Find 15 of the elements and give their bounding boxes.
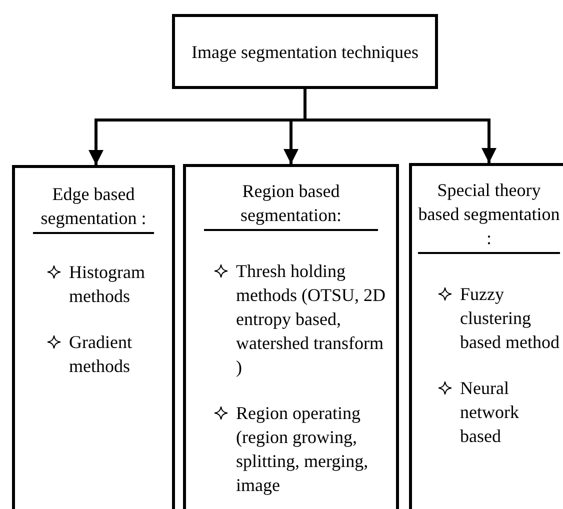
panel-heading: Edge based segmentation :	[40, 183, 148, 230]
process-box	[172, 14, 438, 89]
panel-heading: Special theory based segmentation :	[418, 179, 560, 250]
list-item: Histogram methods	[68, 261, 146, 308]
list-item: Region operating (region growing, splitting, merging, image	[235, 402, 370, 497]
list-item: Fuzzy clustering based method	[459, 283, 560, 354]
category-panel	[183, 164, 399, 509]
box-title: Image segmentation techniques	[192, 40, 418, 64]
panel-heading: Region based segmentation:	[240, 180, 342, 227]
list-item: Neural network based	[459, 377, 520, 448]
category-panel	[409, 163, 563, 509]
list-item: Gradient methods	[68, 331, 133, 378]
arrow	[304, 89, 496, 163]
category-panel	[12, 165, 175, 509]
list-item: Thresh holding methods (OTSU, 2D entropy based, watershed transform )	[235, 260, 386, 379]
